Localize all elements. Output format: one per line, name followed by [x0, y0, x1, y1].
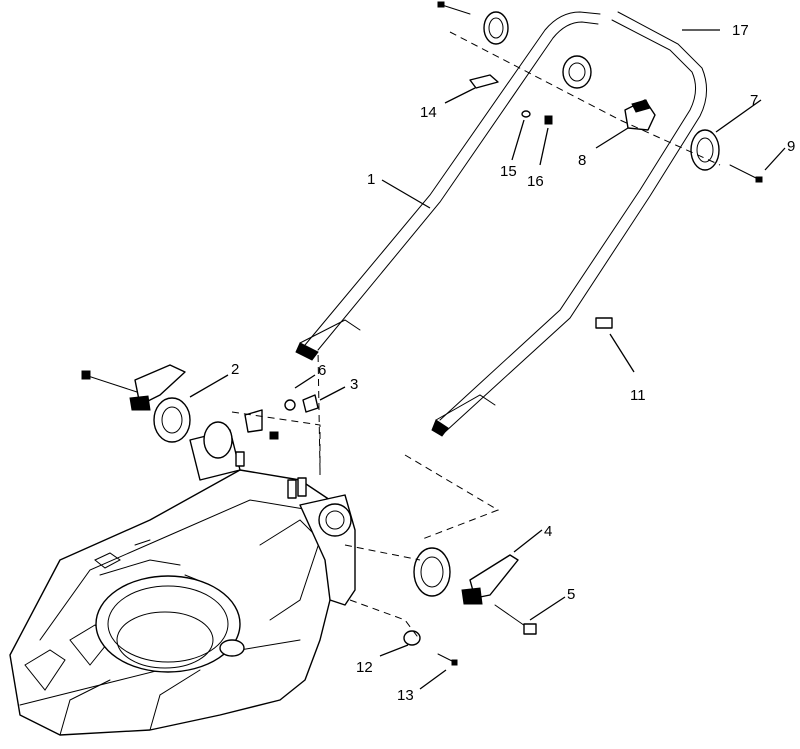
upper-handle: [295, 11, 707, 437]
part-6-nut: [284, 399, 296, 411]
callout-5: 5: [567, 586, 575, 603]
part-7-adjust-wheel: [690, 129, 720, 171]
part-9-screw: [729, 164, 763, 183]
callout-13: 13: [397, 687, 414, 704]
handle-knob-upper-right: [562, 55, 592, 89]
part-11-fastener: [595, 317, 613, 329]
callout-16: 16: [527, 173, 544, 190]
part-16-nut: [544, 115, 553, 125]
part-5-bolt: [494, 604, 537, 635]
part-15-washer: [521, 110, 531, 118]
part-2-height-lever-left: [81, 364, 233, 459]
callout-3: 3: [350, 376, 358, 393]
mower-deck: [9, 429, 356, 736]
callout-1: 1: [367, 171, 375, 188]
part-8-handle-bracket: [624, 99, 656, 131]
callout-12: 12: [356, 659, 373, 676]
part-14-clip: [469, 74, 499, 89]
part-13-screw: [437, 653, 458, 666]
handle-knob-upper-left: [483, 11, 509, 45]
assembly-lines: [231, 31, 721, 641]
callout-9: 9: [787, 138, 795, 155]
callout-11: 11: [630, 387, 646, 404]
callout-6: 6: [318, 362, 326, 379]
part-4-height-lever-right: [413, 547, 519, 605]
callout-14: 14: [420, 104, 437, 121]
part-3-pin: [302, 394, 319, 413]
callout-labels: 1 2 3 4 5 6 7 8 9 11 12 13 14 15 16 17: [231, 22, 795, 704]
callout-4: 4: [544, 523, 552, 540]
part-12-bushing: [403, 630, 421, 646]
callout-17: 17: [732, 22, 749, 39]
callout-15: 15: [500, 163, 517, 180]
callout-2: 2: [231, 361, 239, 378]
upper-bolt: [437, 1, 471, 15]
callout-7: 7: [750, 92, 758, 109]
callout-8: 8: [578, 152, 586, 169]
leader-lines: [189, 29, 786, 690]
